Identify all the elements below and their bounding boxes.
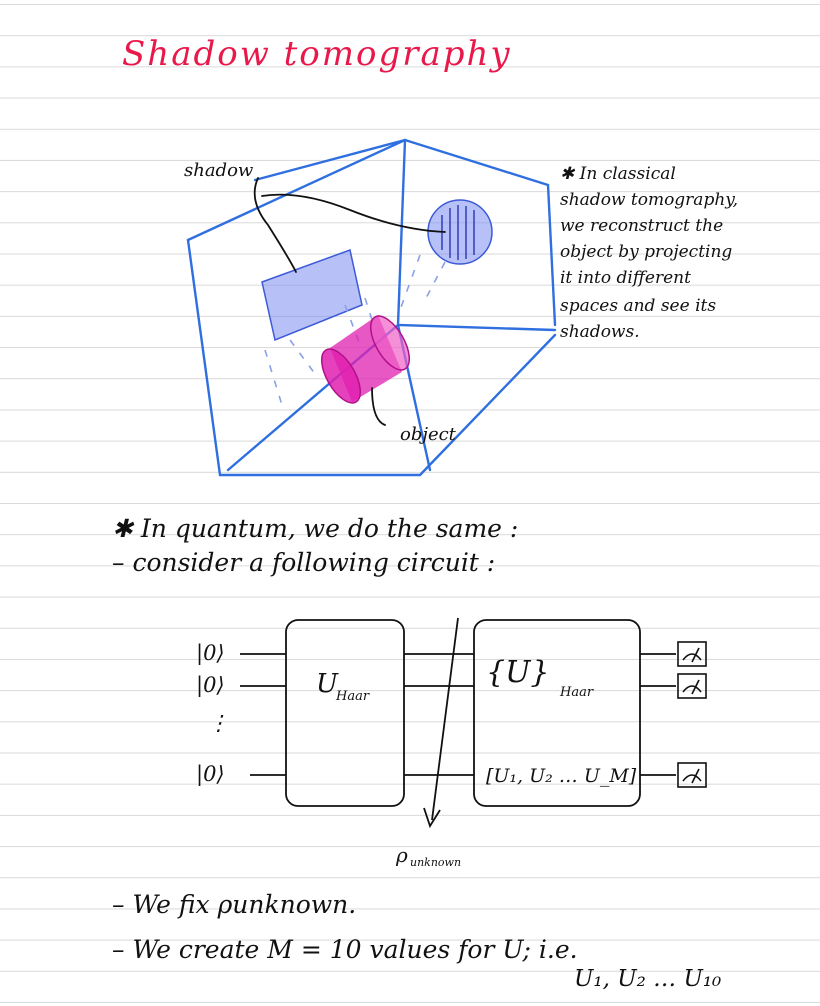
input-0: |0⟩	[196, 641, 225, 666]
rho-sub: unknown	[410, 856, 461, 869]
page-title: Shadow tomography	[122, 34, 512, 74]
input-dots: ⋮	[208, 711, 229, 735]
gate-right-sub: Haar	[559, 685, 594, 700]
gate-right-list: [U₁, U₂ … U_M]	[486, 765, 637, 787]
object-label: object	[400, 424, 457, 445]
label-arrows	[253, 177, 446, 426]
object-cylinder	[320, 315, 411, 404]
bullet-create-cont: U₁, U₂ … U₁₀	[574, 966, 722, 992]
cube-edges	[186, 138, 557, 477]
input-3: |0⟩	[196, 762, 225, 787]
note-line-5: it into different	[560, 268, 691, 288]
rho-label: ρ	[395, 843, 408, 867]
bullet-fix: – We fix ρunknown.	[112, 890, 357, 919]
note-line-6: spaces and see its	[560, 296, 717, 316]
measurement-meters	[677, 641, 707, 788]
gate-right-set: {U}	[486, 655, 549, 690]
shadow-label: shadow	[184, 160, 254, 181]
shadow-rectangle	[261, 249, 363, 342]
circuit-boxes	[285, 619, 641, 807]
note-line-7: shadows.	[560, 322, 640, 342]
note-line-2: shadow tomography,	[560, 190, 739, 210]
gate-left-label: U	[316, 669, 339, 699]
gate-left-sub: Haar	[335, 689, 370, 704]
note-line-1: ✱ In classical	[560, 164, 676, 184]
note-line-3: we reconstruct the	[560, 216, 724, 236]
input-1: |0⟩	[196, 673, 225, 698]
quantum-line-2: – consider a following circuit :	[112, 548, 496, 577]
bullet-create: – We create M = 10 values for U; i.e.	[112, 935, 578, 964]
projection-lines	[264, 254, 446, 406]
note-line-4: object by projecting	[560, 242, 733, 262]
shadow-circle	[427, 199, 493, 265]
quantum-line-1: ✱ In quantum, we do the same :	[112, 514, 519, 543]
circuit-wires	[240, 617, 676, 829]
